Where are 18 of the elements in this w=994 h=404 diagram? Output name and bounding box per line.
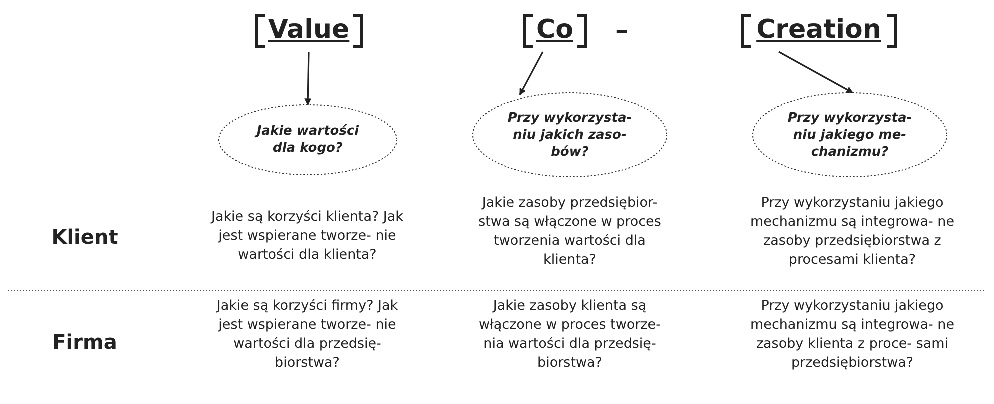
ellipse-node: Przy wykorzysta- niu jakich zaso- bów? [472, 92, 668, 178]
cell-text: Jakie są korzyści firmy? Jak jest wspierane tworze- nie wartości dla przedsię- biorstwa? [215, 297, 400, 373]
row-label: Firma [52, 330, 118, 354]
cell-text: Jakie są korzyści klienta? Jak jest wspierane tworze- nie wartości dla klienta? [210, 208, 404, 265]
cell-text: Jakie zasoby przedsiębior- stwa są włączone w proces tworzenia wartości dla klienta? [478, 194, 662, 270]
ellipse-node: Jakie wartości dla kogo? [218, 104, 398, 176]
dash: – [614, 15, 630, 48]
arrow [304, 52, 312, 106]
row-label: Klient [50, 225, 120, 249]
cell-text: Jakie zasoby klienta są włączone w proces tworze- nia wartości dla przedsię- biorstwa? [478, 297, 662, 373]
ellipse-node: Przy wykorzysta- niu jakiego me- chanizmu? [752, 92, 948, 178]
cell-text: Przy wykorzystaniu jakiego mechanizmu są integrowa- ne zasoby klienta z proce- sami przedsiębiorstwa? [749, 297, 956, 373]
bracketed-term: Value [255, 14, 363, 48]
arrow [519, 52, 544, 96]
arrow [778, 51, 854, 94]
bracketed-term: Co [523, 14, 587, 48]
cell-text: Przy wykorzystaniu jakiego mechanizmu są integrowa- ne zasoby przedsiębiorstwa z procesami klienta? [749, 194, 956, 270]
bracketed-term: Creation [741, 14, 897, 48]
